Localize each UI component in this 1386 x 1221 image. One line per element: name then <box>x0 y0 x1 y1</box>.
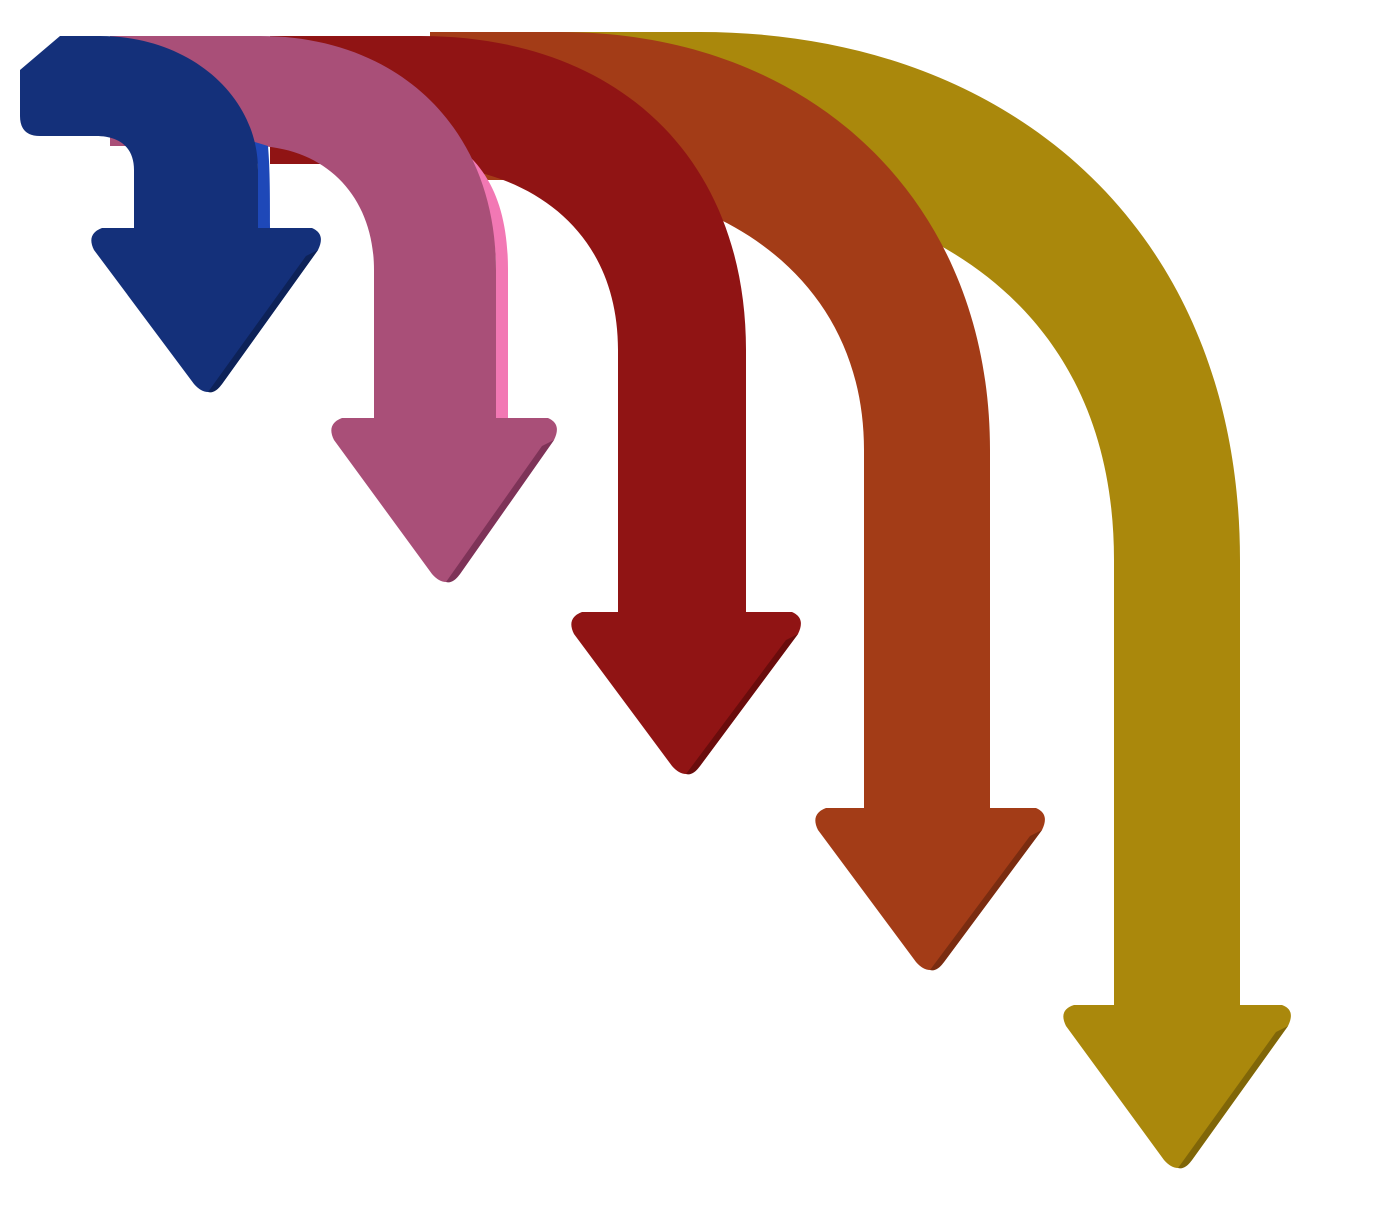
arrow-2-body <box>110 36 557 582</box>
arrow-5-body <box>560 32 1291 1168</box>
arrow-5-shade <box>1178 1026 1288 1169</box>
arrow-3-body <box>270 36 801 774</box>
arrow-5-curved-down <box>560 32 1291 1169</box>
arrow-4-shade <box>930 830 1042 971</box>
arrow-3-shade <box>686 634 798 775</box>
arrow-1-side <box>248 140 270 228</box>
arrow-4-body <box>430 32 1045 970</box>
arrow-1-shade <box>208 250 318 393</box>
arrow-1-curved-down <box>20 36 321 393</box>
arrow-3-curved-down <box>270 36 801 775</box>
arrow-4-curved-down <box>430 32 1045 971</box>
arrow-1-body <box>20 36 321 392</box>
arrow-2-shade <box>446 440 554 583</box>
arrow-2-curved-down <box>110 36 557 583</box>
